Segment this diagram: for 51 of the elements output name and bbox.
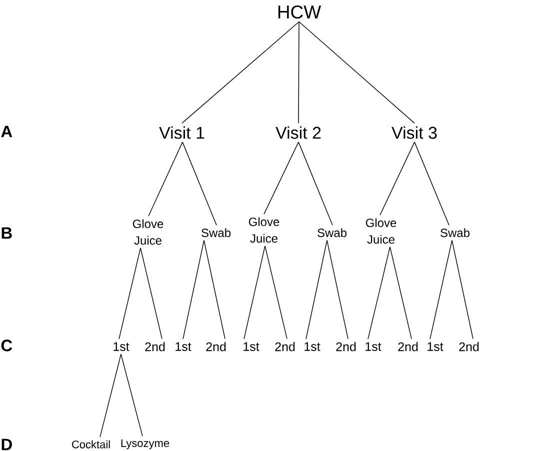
row-letter: A [1, 126, 12, 138]
row-letter: C [1, 340, 12, 352]
node-label: 1st [244, 342, 260, 351]
branch-line [326, 240, 348, 340]
branch-line [380, 142, 415, 216]
node-label: HCW [278, 5, 322, 19]
branch-line [390, 246, 412, 340]
node-label: Visit 1 [159, 126, 204, 139]
row-letter: D [2, 438, 12, 450]
branch-line [118, 248, 141, 340]
node-label: Visit 3 [392, 126, 437, 139]
node-label: Visit 2 [276, 126, 321, 139]
row-letter: B [2, 227, 12, 239]
node-label: 2nd [398, 342, 418, 352]
branch-line [264, 142, 299, 214]
node-label: 2nd [206, 342, 226, 352]
node-label: Cocktail [72, 440, 110, 448]
node-label: 1st [366, 342, 382, 351]
node-label: 2nd [336, 342, 356, 352]
branch-line [140, 248, 162, 340]
branch-line [148, 142, 183, 216]
branch-line [182, 240, 204, 340]
node-label: 2nd [275, 342, 295, 352]
branch-line [100, 354, 122, 438]
node-label: Glove Juice [132, 219, 164, 245]
node-label: Swab [202, 228, 230, 238]
branch-line [204, 240, 226, 340]
branch-line [414, 142, 450, 226]
node-label: 2nd [145, 342, 165, 352]
branch-line [306, 240, 328, 340]
branch-line [452, 240, 474, 340]
node-label: Glove Juice [248, 217, 280, 243]
branch-line [430, 240, 452, 340]
branch-line [298, 21, 415, 124]
branch-line [120, 354, 143, 437]
node-label: 1st [304, 342, 320, 351]
node-label: Swab [318, 228, 346, 238]
node-label: 2nd [459, 342, 479, 352]
node-label: Glove Juice [366, 218, 396, 244]
branch-line [368, 246, 390, 340]
node-label: Swab [440, 228, 470, 238]
branch-line [298, 142, 333, 226]
branch-line [298, 21, 300, 124]
node-label: 1st [114, 342, 130, 351]
branch-line [244, 246, 266, 340]
node-label: Lysozyme [121, 439, 170, 450]
branch-line [182, 142, 217, 226]
branch-line [264, 246, 288, 340]
node-label: 1st [428, 342, 444, 351]
node-label: 1st [176, 342, 192, 351]
branch-line [182, 21, 300, 124]
